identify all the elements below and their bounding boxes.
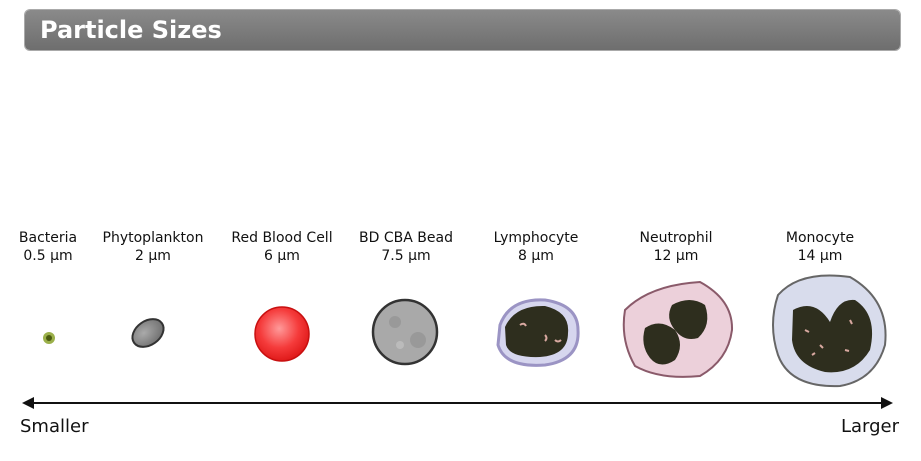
size-scale-arrow (22, 397, 893, 409)
cba-bead-icon (371, 298, 439, 366)
label-phytoplankton: Phytoplankton 2 µm (73, 229, 233, 265)
particle-name: Monocyte (785, 230, 855, 246)
bacteria-icon (43, 332, 55, 344)
phytoplankton-icon (131, 318, 165, 348)
neutrophil-icon (622, 280, 734, 378)
label-cba-bead: BD CBA Bead 7.5 µm (326, 229, 486, 265)
particle-name: Lymphocyte (493, 230, 579, 246)
particle-size: 0.5 µm (23, 248, 73, 264)
larger-label: Larger (840, 416, 899, 437)
lymphocyte-icon (496, 298, 580, 367)
particle-name: Phytoplankton (102, 230, 204, 246)
red-blood-cell-icon (254, 306, 310, 362)
label-monocyte: Monocyte 14 µm (740, 229, 900, 265)
particle-size: 14 µm (797, 248, 843, 264)
particle-size: 7.5 µm (381, 248, 431, 264)
page-title: Particle Sizes (40, 16, 222, 44)
particle-size: 12 µm (653, 248, 699, 264)
particle-size: 8 µm (518, 248, 554, 264)
monocyte-icon (772, 274, 887, 388)
particle-size: 2 µm (135, 248, 171, 264)
particle-name: Red Blood Cell (231, 230, 333, 246)
label-bacteria: Bacteria 0.5 µm (0, 229, 128, 265)
label-neutrophil: Neutrophil 12 µm (596, 229, 756, 265)
label-red-blood-cell: Red Blood Cell 6 µm (202, 229, 362, 265)
particle-name: Bacteria (18, 230, 78, 246)
particle-size: 6 µm (264, 248, 300, 264)
label-lymphocyte: Lymphocyte 8 µm (456, 229, 616, 265)
smaller-label: Smaller (20, 416, 89, 437)
particle-name: Neutrophil (639, 230, 713, 246)
particle-name: BD CBA Bead (359, 230, 453, 246)
title-bar: Particle Sizes (25, 10, 900, 50)
